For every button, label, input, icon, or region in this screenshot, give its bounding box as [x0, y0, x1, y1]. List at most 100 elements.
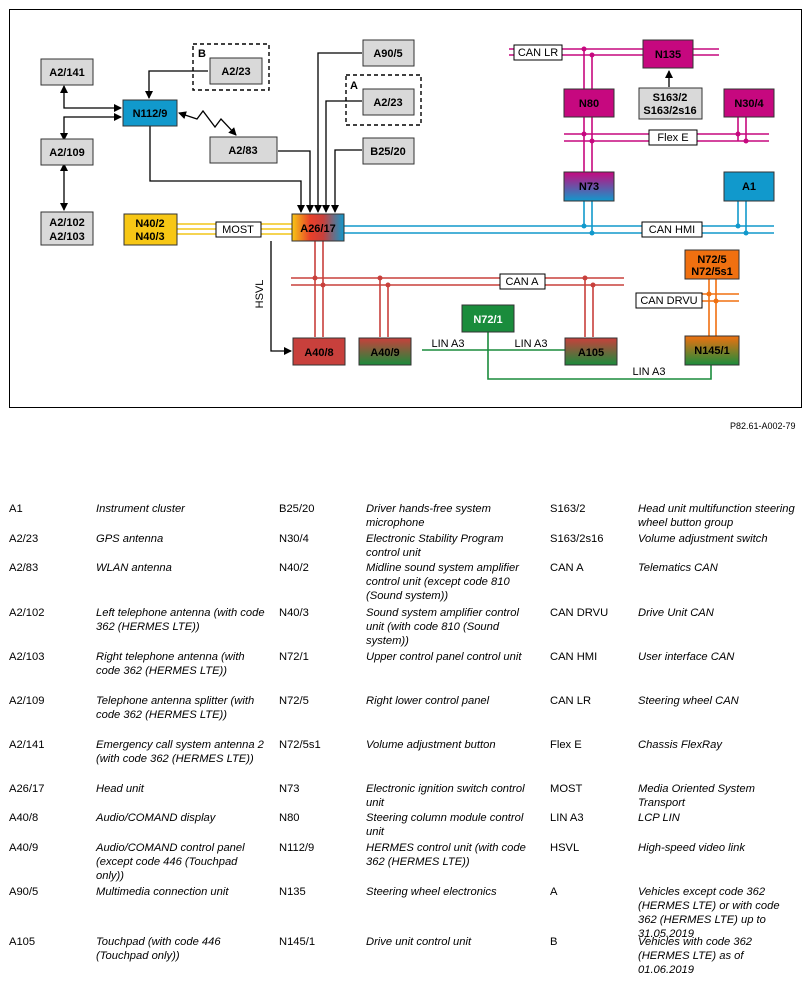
legend-code: CAN DRVU [550, 607, 609, 619]
legend-code: A40/8 [9, 812, 39, 824]
svg-text:N112/9: N112/9 [133, 108, 168, 120]
legend-code: LIN A3 [550, 812, 584, 824]
legend-code: A2/23 [9, 533, 39, 545]
label-flex-e: Flex E [648, 129, 698, 146]
node-b25-20: B25/20 [362, 137, 415, 165]
legend-description: Telephone antenna splitter (with code 36… [96, 695, 255, 721]
legend-code: A1 [9, 503, 23, 515]
bus-can-a [291, 241, 624, 337]
legend-description: Audio/COMAND control panel (except code … [96, 842, 245, 882]
legend-description: Audio/COMAND display [96, 812, 216, 824]
node-n40-2-3: N40/2 N40/3 [123, 213, 178, 246]
legend-description: Emergency call system antenna 2 (with co… [96, 739, 264, 765]
diagram-frame [9, 9, 802, 408]
svg-text:CAN HMI: CAN HMI [649, 224, 695, 236]
svg-text:A40/9: A40/9 [370, 347, 399, 359]
legend-description: Telematics CAN [638, 562, 718, 574]
legend-description: Instrument cluster [96, 503, 185, 515]
legend-description: Electronic ignition switch control unit [366, 783, 525, 809]
node-n135: N135 [642, 39, 694, 69]
legend-code: A [550, 886, 558, 898]
label-can-a: CAN A [499, 273, 546, 290]
svg-text:A2/103: A2/103 [49, 231, 84, 243]
svg-text:S163/2s16: S163/2s16 [643, 105, 696, 117]
legend-description: Electronic Stability Program control uni… [366, 533, 504, 559]
legend-description: Volume adjustment button [366, 739, 496, 751]
node-a2-102-103: A2/102 A2/103 [40, 211, 94, 246]
svg-text:A90/5: A90/5 [373, 48, 402, 60]
legend-description: Steering column module control unit [366, 812, 524, 838]
svg-text:N73: N73 [579, 181, 599, 193]
legend-code: A26/17 [9, 783, 45, 795]
svg-text:A2/23: A2/23 [373, 97, 402, 109]
node-a90-5: A90/5 [362, 39, 415, 67]
legend-description: Steering wheel electronics [366, 886, 497, 898]
label-most: MOST [215, 221, 262, 238]
svg-text:N72/1: N72/1 [473, 314, 502, 326]
group-a-label: A [350, 80, 358, 92]
svg-text:A2/141: A2/141 [49, 67, 84, 79]
legend-code: N72/1 [279, 651, 309, 663]
svg-text:CAN LR: CAN LR [518, 47, 558, 59]
label-hsvl: HSVL [254, 280, 266, 309]
svg-text:A26/17: A26/17 [300, 223, 335, 235]
legend-description: Sound system amplifier control unit (wit… [366, 607, 519, 647]
node-n30-4: N30/4 [723, 88, 775, 118]
label-can-drvu: CAN DRVU [635, 292, 703, 309]
node-a40-9: A40/9 [358, 337, 412, 366]
svg-text:A1: A1 [742, 181, 756, 193]
legend-description: Left telephone antenna (with code 362 (H… [96, 607, 265, 633]
legend-code: CAN LR [550, 695, 592, 707]
node-n80: N80 [563, 88, 615, 118]
legend-description: Upper control panel control unit [366, 651, 522, 663]
svg-text:A2/102: A2/102 [49, 217, 84, 229]
bus-junctions [312, 46, 749, 304]
group-b-label: B [198, 48, 206, 60]
svg-text:Flex E: Flex E [657, 132, 688, 144]
figure-reference: P82.61-A002-79 [730, 421, 796, 431]
legend-description: Midline sound system amplifier control u… [366, 562, 519, 602]
legend-code: B [550, 936, 558, 948]
network-diagram: B A A2/141 A2/109 A2/102 A2/103 A2/23 A2… [40, 39, 775, 380]
legend-description: Vehicles with code 362 (HERMES LTE) as o… [638, 936, 753, 976]
legend-code: S163/2 [550, 503, 586, 515]
svg-text:S163/2: S163/2 [653, 92, 688, 104]
svg-text:A2/109: A2/109 [49, 147, 84, 159]
legend-description: High-speed video link [638, 842, 745, 854]
legend-description: Right telephone antenna (with code 362 (… [96, 651, 245, 677]
legend-code: N112/9 [279, 842, 315, 854]
legend-description: LCP LIN [638, 812, 680, 824]
legend-code: B25/20 [279, 503, 315, 515]
svg-text:A2/83: A2/83 [228, 145, 257, 157]
signal-connections [60, 52, 673, 355]
node-a26-17: A26/17 [291, 213, 345, 242]
legend-description: Chassis FlexRay [638, 739, 722, 751]
legend-code: A2/141 [9, 739, 45, 751]
legend-description: Right lower control panel [366, 695, 490, 707]
label-lin-a3-2: LIN A3 [514, 338, 547, 350]
node-s163-2: S163/2 S163/2s16 [638, 87, 703, 120]
legend-description: Volume adjustment switch [638, 533, 768, 545]
legend-description: Steering wheel CAN [638, 695, 739, 707]
svg-text:N72/5: N72/5 [697, 254, 726, 266]
legend-code: N135 [279, 886, 306, 898]
legend-description: Drive unit control unit [366, 936, 472, 948]
svg-text:N30/4: N30/4 [734, 98, 764, 110]
legend-code: N72/5 [279, 695, 309, 707]
svg-text:N40/3: N40/3 [135, 231, 164, 243]
bus-lin-a3 [422, 332, 712, 380]
node-a2-109: A2/109 [40, 138, 94, 166]
legend-code: A105 [9, 936, 36, 948]
legend-code: HSVL [550, 842, 580, 854]
legend-code: CAN HMI [550, 651, 598, 663]
legend-description: Vehicles except code 362 (HERMES LTE) or… [638, 886, 780, 940]
legend-description: Head unit multifunction steering wheel b… [638, 503, 795, 529]
label-can-lr: CAN LR [513, 44, 563, 61]
node-n145-1: N145/1 [684, 335, 740, 366]
label-lin-a3-1: LIN A3 [431, 338, 464, 350]
legend-code: MOST [550, 783, 583, 795]
label-can-hmi: CAN HMI [641, 221, 703, 238]
legend-code: S163/2s16 [550, 533, 604, 545]
svg-text:MOST: MOST [222, 224, 254, 236]
